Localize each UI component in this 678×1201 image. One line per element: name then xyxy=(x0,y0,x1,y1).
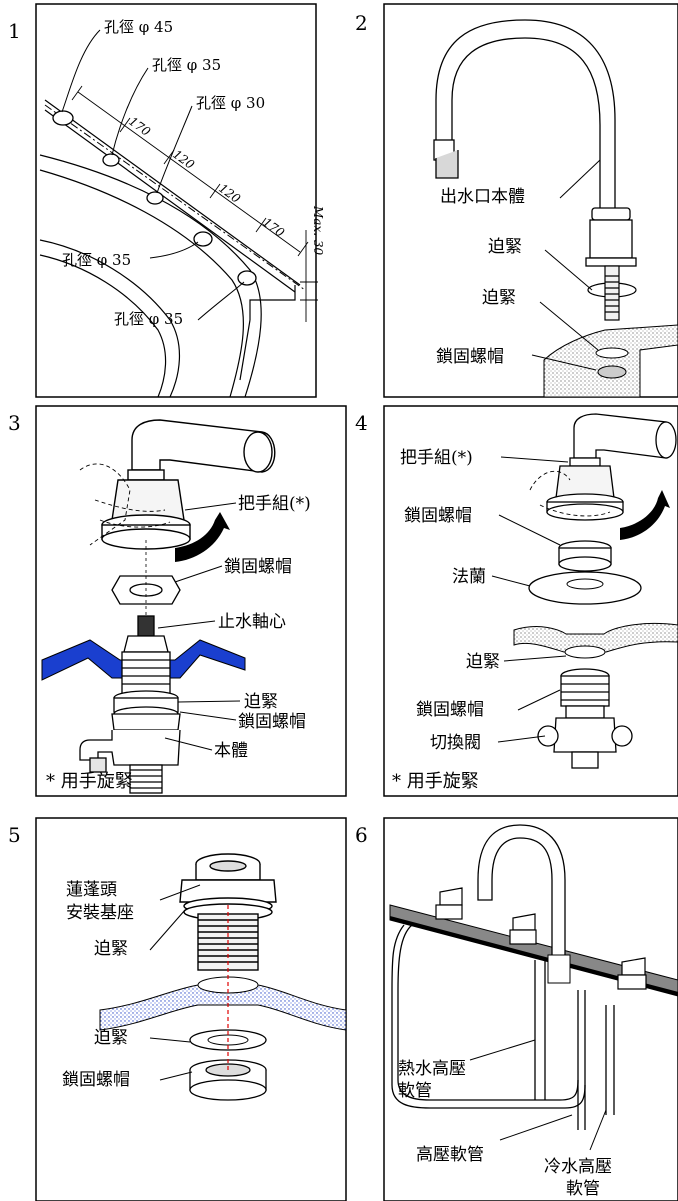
label-handle: 把手組(*) xyxy=(238,494,311,514)
label-hole-35c: 孔徑 φ 35 xyxy=(114,310,183,328)
valve-body xyxy=(79,615,181,794)
hole-35a xyxy=(102,153,120,167)
rotate-arrow xyxy=(620,490,670,540)
handtighten-note: * 用手旋緊 xyxy=(46,771,133,792)
panel-frame xyxy=(383,817,678,1201)
counter-blue xyxy=(99,984,347,1031)
label-cartridge: 止水軸心 xyxy=(218,612,286,632)
handles xyxy=(435,887,647,990)
label-tighten-2: 迫緊 xyxy=(94,1028,128,1048)
label-tighten-2: 迫緊 xyxy=(482,288,516,308)
label-tighten-1: 迫緊 xyxy=(488,237,522,257)
panel-number: 4 xyxy=(355,411,368,435)
rotate-arrow xyxy=(175,512,230,562)
panel-6: 6 xyxy=(355,817,678,1201)
panel-4: 4 xyxy=(355,405,678,797)
dim-max: Max. 30 xyxy=(311,205,325,255)
label-handle: 把手組(*) xyxy=(400,448,473,468)
label-nut: 鎖固螺帽 xyxy=(404,506,472,526)
label-hole-45: 孔徑 φ 45 xyxy=(104,18,173,36)
label-nut-2: 鎖固螺帽 xyxy=(238,712,306,732)
label-cold-hose-2: 軟管 xyxy=(566,1179,600,1199)
hole-45 xyxy=(52,110,74,126)
handle-assembly xyxy=(546,413,677,521)
panel-5: 5 蓮蓬頭 安裝基座 迫緊 xyxy=(8,817,347,1201)
holes xyxy=(52,110,257,286)
panel-1: 1 xyxy=(8,3,325,398)
label-hose: 高壓軟管 xyxy=(416,1145,484,1165)
label-hot-hose-2: 軟管 xyxy=(398,1081,432,1101)
hole-35c xyxy=(237,270,257,286)
label-base-1: 蓮蓬頭 xyxy=(66,880,117,900)
label-hot-hose-1: 熱水高壓 xyxy=(398,1059,466,1079)
counter-section xyxy=(513,622,678,653)
label-nut: 鎖固螺帽 xyxy=(224,557,292,577)
handle-assembly xyxy=(101,419,276,550)
hole-30 xyxy=(146,191,164,205)
label-spout: 出水口本體 xyxy=(440,187,525,207)
hole-35b xyxy=(193,231,213,247)
spout xyxy=(477,824,566,961)
spout xyxy=(433,19,637,267)
panel-3: 3 xyxy=(8,405,347,797)
lock-nut xyxy=(558,540,612,572)
flange xyxy=(528,571,642,605)
panel-number: 3 xyxy=(8,411,21,435)
handtighten-note: * 用手旋緊 xyxy=(392,771,479,792)
label-tighten-1: 迫緊 xyxy=(94,939,128,959)
label-nut-2: 鎖固螺帽 xyxy=(416,700,484,720)
panel-number: 5 xyxy=(8,823,21,847)
panel-number: 1 xyxy=(8,19,21,43)
valve-body xyxy=(537,668,633,769)
label-flange: 法蘭 xyxy=(452,567,486,587)
dimension-lines xyxy=(71,85,318,322)
counter-section xyxy=(543,324,678,398)
centerline xyxy=(44,104,306,291)
panel-frame xyxy=(35,405,347,797)
label-tighten: 迫緊 xyxy=(244,692,278,712)
label-nut: 鎖固螺帽 xyxy=(62,1070,130,1090)
panel-number: 2 xyxy=(355,11,368,35)
label-base-2: 安裝基座 xyxy=(66,903,134,923)
basin-outline xyxy=(39,99,301,398)
label-hole-35b: 孔徑 φ 35 xyxy=(62,251,131,269)
label-hole-30: 孔徑 φ 30 xyxy=(196,94,265,112)
panel-2: 2 出水口本體 迫緊 迫緊 鎖固螺 xyxy=(355,3,678,398)
panel-number: 6 xyxy=(355,823,368,847)
label-nut: 鎖固螺帽 xyxy=(436,347,504,367)
label-body: 本體 xyxy=(214,741,248,761)
label-valve: 切換閥 xyxy=(430,733,481,753)
label-hole-35a: 孔徑 φ 35 xyxy=(152,56,221,74)
hand-outline xyxy=(529,470,611,517)
label-tighten: 迫緊 xyxy=(466,652,500,672)
label-cold-hose-1: 冷水高壓 xyxy=(544,1157,612,1177)
hand-outline xyxy=(79,463,171,546)
hoses xyxy=(391,924,615,1130)
